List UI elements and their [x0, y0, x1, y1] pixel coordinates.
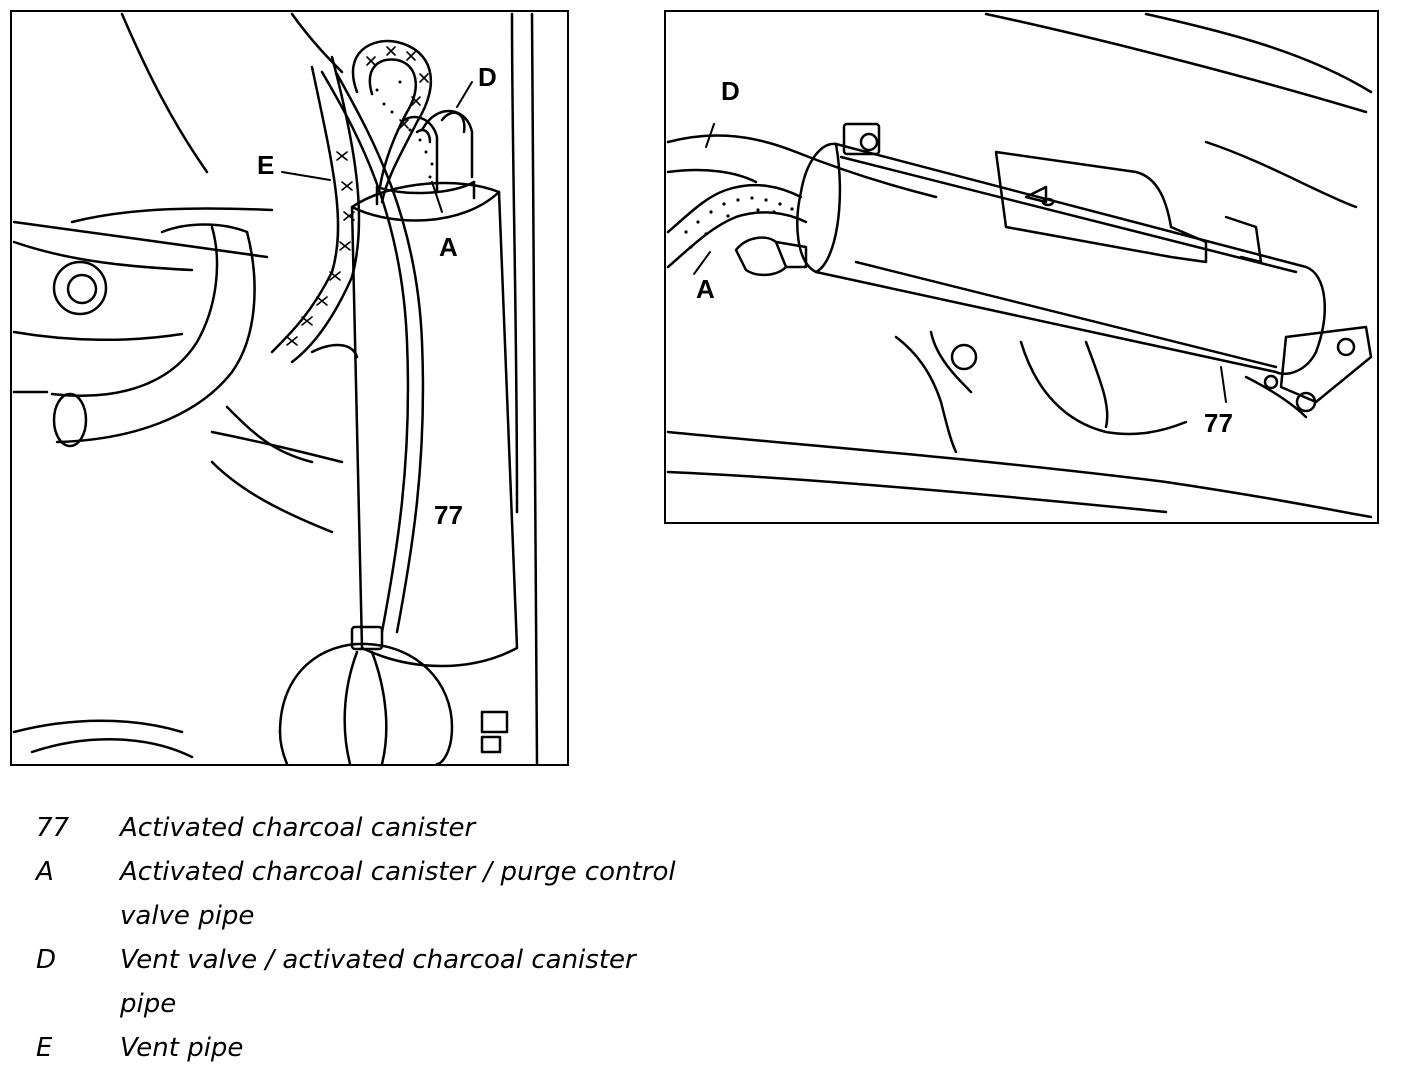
legend-text: Activated charcoal canister — [120, 813, 476, 843]
callout-a: A — [696, 274, 715, 304]
legend-text: Vent valve / activated charcoal canister… — [120, 945, 636, 1019]
callout-77: 77 — [434, 500, 463, 530]
callout-a: A — [439, 232, 458, 262]
left-illustration: D E A 77 — [10, 10, 569, 766]
right-illustration: D A 77 — [664, 10, 1379, 524]
callout-e: E — [257, 150, 275, 180]
legend-text: Vent pipe — [120, 1033, 244, 1063]
legend-item: A Activated charcoal canister / purge co… — [36, 850, 676, 938]
callout-d: D — [478, 62, 497, 92]
legend-item: 77 Activated charcoal canister — [36, 806, 676, 850]
left-line-drawing — [12, 12, 539, 764]
callout-d: D — [721, 76, 740, 106]
legend-key: D — [36, 945, 57, 975]
legend-item: D Vent valve / activated charcoal canist… — [36, 938, 676, 1026]
legend: 77 Activated charcoal canister A Activat… — [36, 806, 676, 1070]
right-line-drawing — [666, 12, 1373, 519]
legend-key: 77 — [36, 813, 70, 843]
legend-text: Activated charcoal canister / purge cont… — [120, 857, 676, 931]
legend-key: E — [36, 1033, 53, 1063]
callout-77: 77 — [1204, 408, 1233, 438]
legend-item: E Vent pipe — [36, 1026, 676, 1070]
legend-key: A — [36, 857, 54, 887]
